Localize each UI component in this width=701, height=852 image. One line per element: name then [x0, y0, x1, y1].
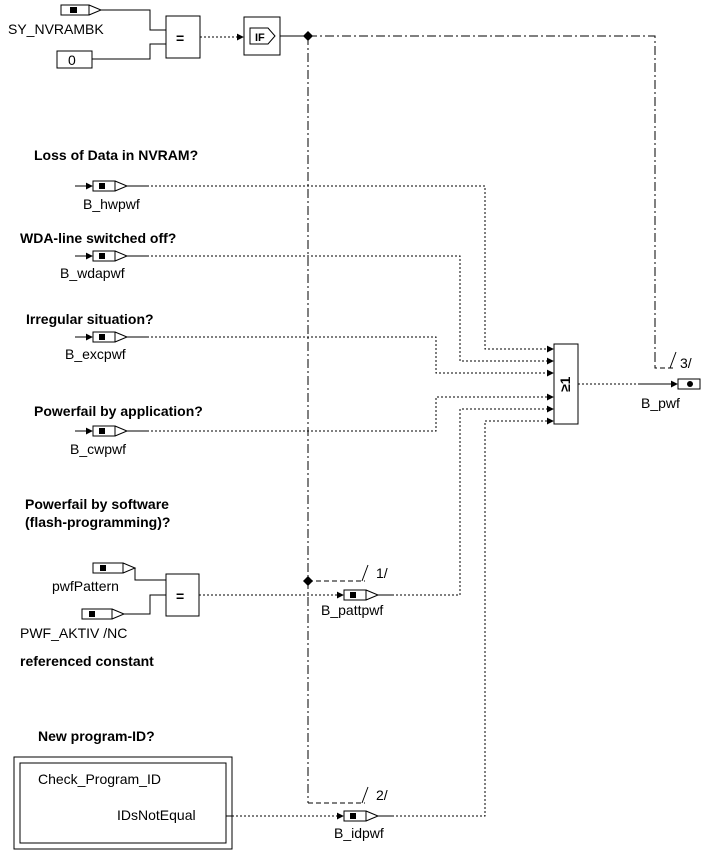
- input-b-wdapwf[interactable]: B_wdapwf: [60, 250, 147, 281]
- input-b-hwpwf[interactable]: B_hwpwf: [75, 180, 147, 212]
- svg-text:=: =: [176, 588, 184, 604]
- svg-text:B_excpwf: B_excpwf: [65, 346, 126, 362]
- junction-dot-top: [303, 31, 313, 41]
- marker-3: 3/: [680, 355, 692, 371]
- heading-powerfail-application: Powerfail by application?: [34, 403, 203, 419]
- label-sy-nvrambk: SY_NVRAMBK: [8, 21, 104, 37]
- heading-wda-line: WDA-line switched off?: [20, 230, 176, 246]
- marker-1: 1/: [376, 565, 388, 581]
- svg-text:B_pattpwf: B_pattpwf: [321, 602, 383, 618]
- label-referenced-constant: referenced constant: [20, 653, 154, 669]
- svg-text:B_pwf: B_pwf: [641, 395, 680, 411]
- svg-text:B_hwpwf: B_hwpwf: [83, 196, 140, 212]
- marker-2: 2/: [376, 787, 388, 803]
- input-pwf-aktiv[interactable]: PWF_AKTIV /NC: [20, 608, 127, 641]
- svg-text:pwfPattern: pwfPattern: [52, 578, 119, 594]
- equal-block-top[interactable]: =: [165, 15, 201, 59]
- svg-text:0: 0: [68, 52, 76, 68]
- input-b-excpwf[interactable]: B_excpwf: [65, 331, 147, 362]
- equal-block-bottom[interactable]: =: [165, 573, 200, 617]
- check-program-id-block[interactable]: Check_Program_ID IDsNotEqual: [13, 756, 233, 850]
- input-pwf-pattern[interactable]: pwfPattern: [52, 562, 137, 594]
- port-ids-not-equal: IDsNotEqual: [117, 807, 196, 823]
- svg-text:≥1: ≥1: [557, 376, 573, 392]
- input-sy-nvrambk[interactable]: SY_NVRAMBK: [8, 4, 104, 37]
- output-b-pwf[interactable]: B_pwf: [641, 378, 701, 411]
- constant-zero[interactable]: 0: [56, 50, 93, 69]
- svg-text:IF: IF: [255, 32, 265, 44]
- output-b-idpwf[interactable]: B_idpwf: [334, 810, 392, 841]
- heading-new-program-id: New program-ID?: [38, 728, 155, 744]
- svg-text:Check_Program_ID: Check_Program_ID: [38, 771, 161, 787]
- heading-powerfail-software-1: Powerfail by software: [25, 496, 169, 512]
- svg-text:=: =: [176, 30, 184, 46]
- heading-powerfail-software-2: (flash-programming)?: [25, 514, 170, 530]
- svg-text:B_idpwf: B_idpwf: [334, 825, 384, 841]
- enable-line-b-pwf: [308, 35, 656, 357]
- heading-loss-of-data: Loss of Data in NVRAM?: [34, 147, 198, 163]
- input-b-cwpwf[interactable]: B_cwpwf: [70, 425, 147, 457]
- svg-text:B_cwpwf: B_cwpwf: [70, 441, 126, 457]
- output-b-pattpwf[interactable]: B_pattpwf: [321, 589, 392, 618]
- or-block[interactable]: ≥1: [553, 343, 579, 425]
- if-block[interactable]: IF: [243, 16, 281, 56]
- svg-text:B_wdapwf: B_wdapwf: [60, 265, 125, 281]
- svg-text:PWF_AKTIV /NC: PWF_AKTIV /NC: [20, 625, 127, 641]
- heading-irregular: Irregular situation?: [26, 311, 154, 327]
